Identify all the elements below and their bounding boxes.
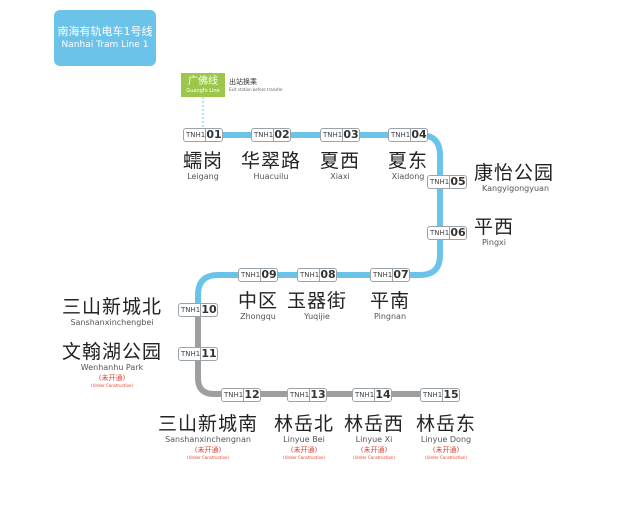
transfer-line-en: Guangfo Line (186, 87, 220, 94)
transfer-line-zh: 广佛线 (188, 75, 218, 87)
station-status-en: (Under Construction) (187, 455, 229, 460)
station-name-zh: 三山新城南 (157, 413, 258, 435)
station-label-01: 蠕岗 Leigang (168, 150, 238, 182)
station-label-11: 文翰湖公园 Wenhanhu Park (未开通) (Under Constru… (50, 341, 174, 389)
station-name-en: Kangyigongyuan (482, 184, 550, 193)
station-name-zh: 华翠路 (240, 150, 301, 172)
station-name-zh: 平南 (369, 290, 410, 312)
transfer-note-en: Exit station before transfer (229, 87, 283, 92)
station-status-en: (Under Construction) (91, 383, 133, 388)
station-name-en: Yuqijie (304, 312, 330, 321)
station-label-05: 康怡公园 Kangyigongyuan (474, 162, 584, 194)
station-status-zh: (未开通) (432, 446, 460, 454)
station-name-en: Xiaxi (330, 172, 350, 181)
station-name-en: Sanshanxinchengnan (165, 435, 251, 444)
station-name-zh: 林岳东 (415, 413, 476, 435)
station-name-en: Xiadong (391, 172, 425, 181)
station-status-en: (Under Construction) (353, 455, 395, 460)
station-label-14: 林岳西 Linyue Xi (未开通) (Under Construction) (337, 413, 411, 461)
station-name-zh: 林岳西 (343, 413, 404, 435)
station-name-en: Pingxi (482, 238, 506, 247)
station-status-zh: (未开通) (98, 374, 126, 382)
station-name-zh: 康怡公园 (474, 162, 555, 184)
station-name-en: Linyue Bei (283, 435, 325, 444)
station-name-en: Leigang (187, 172, 219, 181)
station-status-en: (Under Construction) (283, 455, 325, 460)
line-title-badge: 南海有轨电车1号线 Nanhai Tram Line 1 (54, 10, 156, 66)
station-name-zh: 文翰湖公园 (61, 341, 162, 363)
station-status-zh: (未开通) (360, 446, 388, 454)
station-name-en: Sanshanxinchengbei (70, 318, 154, 327)
transfer-line-badge: 广佛线 Guangfo Line (181, 73, 225, 97)
station-name-en: Linyue Dong (420, 435, 472, 444)
station-name-zh: 三山新城北 (61, 296, 162, 318)
station-label-12: 三山新城南 Sanshanxinchengnan (未开通) (Under Co… (146, 413, 270, 461)
station-label-15: 林岳东 Linyue Dong (未开通) (Under Constructio… (408, 413, 484, 461)
station-name-en: Huacuilu (253, 172, 289, 181)
station-label-08: 玉器街 Yuqijie (272, 290, 362, 322)
station-status-zh: (未开通) (194, 446, 222, 454)
station-name-en: Wenhanhu Park (80, 363, 144, 372)
station-label-06: 平西 Pingxi (474, 216, 554, 248)
station-name-zh: 玉器街 (286, 290, 347, 312)
station-label-10: 三山新城北 Sanshanxinchengbei (50, 296, 174, 328)
construction-route (195, 315, 443, 397)
station-name-zh: 夏东 (387, 150, 428, 172)
transfer-note-zh: 出站换乘 (229, 78, 257, 86)
station-label-13: 林岳北 Linyue Bei (未开通) (Under Construction… (267, 413, 341, 461)
station-name-en: Zhongqu (240, 312, 276, 321)
station-name-zh: 中区 (237, 290, 278, 312)
transfer-note: 出站换乘 Exit station before transfer (229, 78, 283, 93)
station-label-04: 夏东 Xiadong (373, 150, 443, 182)
station-name-zh: 平西 (474, 216, 515, 238)
station-name-zh: 林岳北 (273, 413, 334, 435)
station-status-en: (Under Construction) (425, 455, 467, 460)
station-label-07: 平南 Pingnan (355, 290, 425, 322)
station-label-03: 夏西 Xiaxi (305, 150, 375, 182)
station-name-zh: 蠕岗 (182, 150, 223, 172)
station-label-09: 中区 Zhongqu (223, 290, 293, 322)
station-label-02: 华翠路 Huacuilu (226, 150, 316, 182)
station-name-en: Pingnan (373, 312, 407, 321)
line-title-zh: 南海有轨电车1号线 (57, 24, 153, 38)
station-status-zh: (未开通) (290, 446, 318, 454)
line-title-en: Nanhai Tram Line 1 (61, 39, 149, 50)
operating-route (195, 132, 443, 321)
station-name-en: Linyue Xi (355, 435, 393, 444)
station-name-zh: 夏西 (319, 150, 360, 172)
